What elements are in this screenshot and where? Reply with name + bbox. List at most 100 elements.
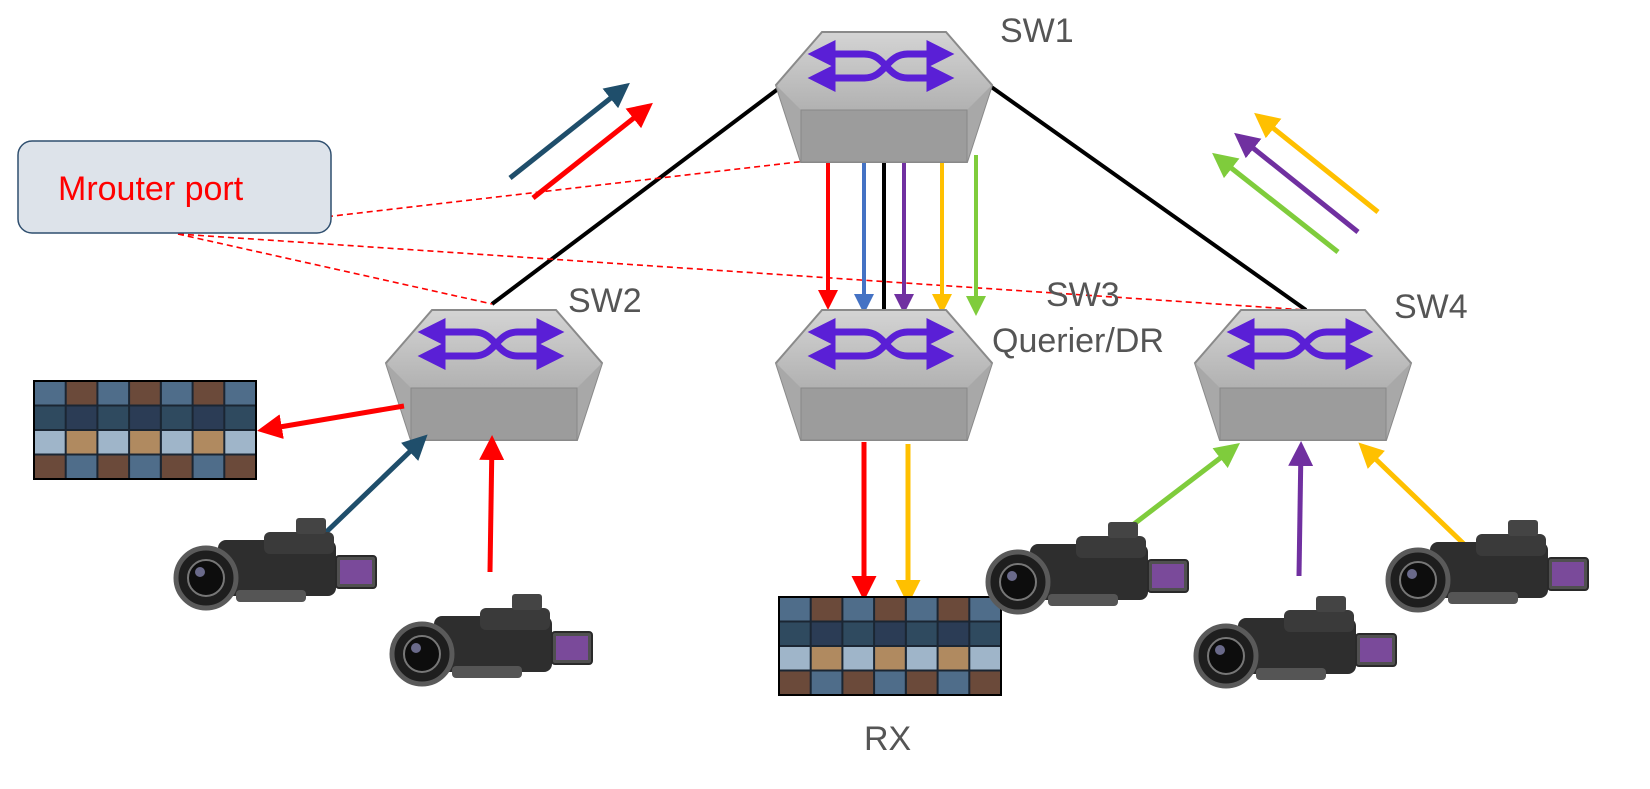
flow-orange-camera [1358,442,1468,548]
video-tile [843,647,874,670]
video-wall-rx [778,596,1002,696]
switch-icon [776,310,992,440]
video-tile [906,622,937,645]
video-tile [66,406,97,429]
video-tile [906,671,937,694]
video-tile [875,622,905,645]
video-tile [35,455,65,478]
camera-sw4-b [1196,596,1396,686]
mrouter-port-callout: Mrouter port [17,140,332,234]
rx-label: RX [864,720,911,758]
flow-purple-up [1234,132,1360,234]
camera-icon [1196,596,1396,686]
switch-icon [386,310,602,440]
video-tile [35,406,65,429]
link-sw1-sw4 [988,84,1308,312]
sw3-label: SW3 [1046,276,1120,314]
mrouter-pointer-sw2 [177,233,493,305]
video-tile [193,431,224,454]
video-tile [780,598,810,621]
video-tile [970,622,1000,645]
video-tile [938,647,969,670]
video-tile [130,431,160,454]
video-tile [130,382,160,405]
camera-sw4-c [1388,520,1588,610]
sw3-role-label: Querier/DR [992,322,1164,360]
video-tile [66,382,97,405]
video-tile [98,455,129,478]
video-tile [906,598,937,621]
video-tile [970,598,1000,621]
camera-sw2-b [392,594,592,684]
camera-sw2-a [176,518,376,608]
video-tile [161,406,192,429]
video-tile [938,622,969,645]
video-tile [938,671,969,694]
video-tile [130,406,160,429]
mrouter-pointer-sw1 [177,151,885,235]
video-tile [98,382,129,405]
flow-red-camera [479,435,505,573]
video-tile [875,647,905,670]
flow-purple-camera [1288,441,1314,577]
video-tile [906,647,937,670]
video-tile [66,455,97,478]
flow-red-to-monitor [257,403,405,439]
sw4-label: SW4 [1394,288,1468,326]
video-tile [843,622,874,645]
video-tile [193,406,224,429]
camera-icon [392,594,592,684]
video-tile [938,598,969,621]
video-tile [970,671,1000,694]
video-tile [225,431,255,454]
video-tile [843,598,874,621]
video-tile [225,406,255,429]
switch-sw2 [386,310,602,440]
flow-navy-camera [316,434,428,542]
switch-sw3 [776,310,992,440]
camera-icon [988,522,1188,612]
video-tile [811,671,842,694]
flow-navy-up [508,82,630,180]
video-tile [98,406,129,429]
link-sw1-sw2 [490,84,784,306]
video-tile [193,382,224,405]
video-tile [225,455,255,478]
video-tile [875,671,905,694]
video-tile [780,647,810,670]
mrouter-port-label: Mrouter port [58,170,244,208]
sw2-label: SW2 [568,282,642,320]
video-tile [811,622,842,645]
video-tile [98,431,129,454]
video-wall-left [33,380,257,480]
video-tile [780,671,810,694]
video-tile [161,431,192,454]
video-tile [970,647,1000,670]
switch-icon [1195,310,1411,440]
flow-red-up [531,102,653,200]
video-tile [811,647,842,670]
video-tile [35,382,65,405]
video-tile [875,598,905,621]
sw1-label: SW1 [1000,12,1074,50]
mrouter-pointer-sw4 [177,233,1307,311]
video-tile [161,455,192,478]
switch-icon [776,32,992,162]
video-tile [811,598,842,621]
video-tile [843,671,874,694]
video-tile [130,455,160,478]
camera-icon [1388,520,1588,610]
video-tile [193,455,224,478]
video-tile [780,622,810,645]
video-tile [66,431,97,454]
flow-green-up [1212,152,1340,254]
switch-sw1 [776,32,992,162]
flow-green-camera [1132,442,1240,526]
camera-icon [176,518,376,608]
switch-sw4 [1195,310,1411,440]
video-tile [161,382,192,405]
video-tile [225,382,255,405]
video-tile [35,431,65,454]
camera-sw4-a [988,522,1188,612]
